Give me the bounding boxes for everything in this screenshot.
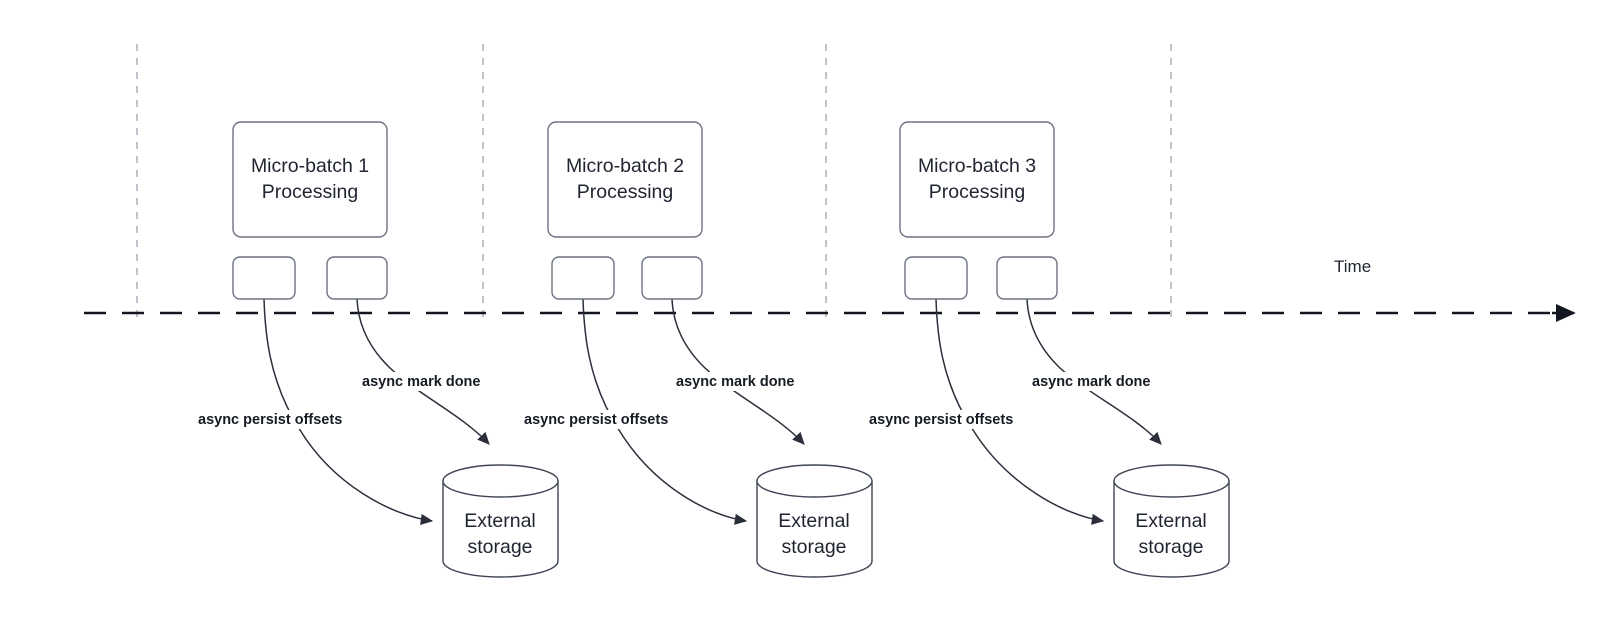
- edge-label-async-persist-offsets-3: async persist offsets: [869, 412, 1013, 428]
- external-storage-label-line1-3: External: [1135, 510, 1207, 532]
- persist-offsets-task-box-3[interactable]: [904, 256, 968, 300]
- external-storage-cylinder-1[interactable]: [442, 464, 559, 578]
- mark-done-task-box-1[interactable]: [326, 256, 388, 300]
- micro-batch-2-box[interactable]: [547, 121, 703, 238]
- micro-batch-1-label-line2: Processing: [262, 181, 358, 203]
- time-axis-label: Time: [1334, 257, 1371, 276]
- mark-done-task-box-2[interactable]: [641, 256, 703, 300]
- time-axis: Time: [84, 257, 1576, 322]
- external-storage-label-line2-2: storage: [781, 536, 846, 558]
- boundary-tick-lines: [136, 44, 1172, 320]
- external-storage-label-line2-3: storage: [1138, 536, 1203, 558]
- micro-batch-group-1: Micro-batch 1 Processing async persist o…: [194, 121, 559, 578]
- edge-async-persist-offsets-1: [263, 298, 434, 525]
- edge-async-mark-done-1: [356, 298, 490, 445]
- edge-label-async-mark-done-2: async mark done: [676, 374, 794, 390]
- micro-batch-3-box[interactable]: [899, 121, 1055, 238]
- external-storage-label-line2-1: storage: [467, 536, 532, 558]
- micro-batch-1-box[interactable]: [232, 121, 388, 238]
- micro-batch-3-label-line2: Processing: [929, 181, 1025, 203]
- micro-batch-2-label-line1: Micro-batch 2: [566, 155, 684, 177]
- edge-label-async-persist-offsets-1: async persist offsets: [198, 412, 342, 428]
- persist-offsets-task-box-1[interactable]: [232, 256, 296, 300]
- external-storage-label-line1-1: External: [464, 510, 536, 532]
- edge-async-persist-offsets-2: [582, 298, 748, 525]
- edge-label-async-mark-done-3: async mark done: [1032, 374, 1150, 390]
- micro-batch-group-2: Micro-batch 2 Processing async persist o…: [520, 121, 873, 578]
- persist-offsets-task-box-2[interactable]: [551, 256, 615, 300]
- external-storage-cylinder-2[interactable]: [756, 464, 873, 578]
- micro-batch-1-label-line1: Micro-batch 1: [251, 155, 369, 177]
- mark-done-task-box-3[interactable]: [996, 256, 1058, 300]
- external-storage-cylinder-3[interactable]: [1113, 464, 1230, 578]
- edge-async-persist-offsets-3: [935, 298, 1105, 525]
- micro-batch-group-3: Micro-batch 3 Processing async persist o…: [865, 121, 1230, 578]
- external-storage-label-line1-2: External: [778, 510, 850, 532]
- micro-batch-2-label-line2: Processing: [577, 181, 673, 203]
- edge-label-async-mark-done-1: async mark done: [362, 374, 480, 390]
- edge-async-mark-done-3: [1026, 298, 1162, 445]
- edge-async-mark-done-2: [671, 298, 805, 445]
- micro-batch-3-label-line1: Micro-batch 3: [918, 155, 1036, 177]
- edge-label-async-persist-offsets-2: async persist offsets: [524, 412, 668, 428]
